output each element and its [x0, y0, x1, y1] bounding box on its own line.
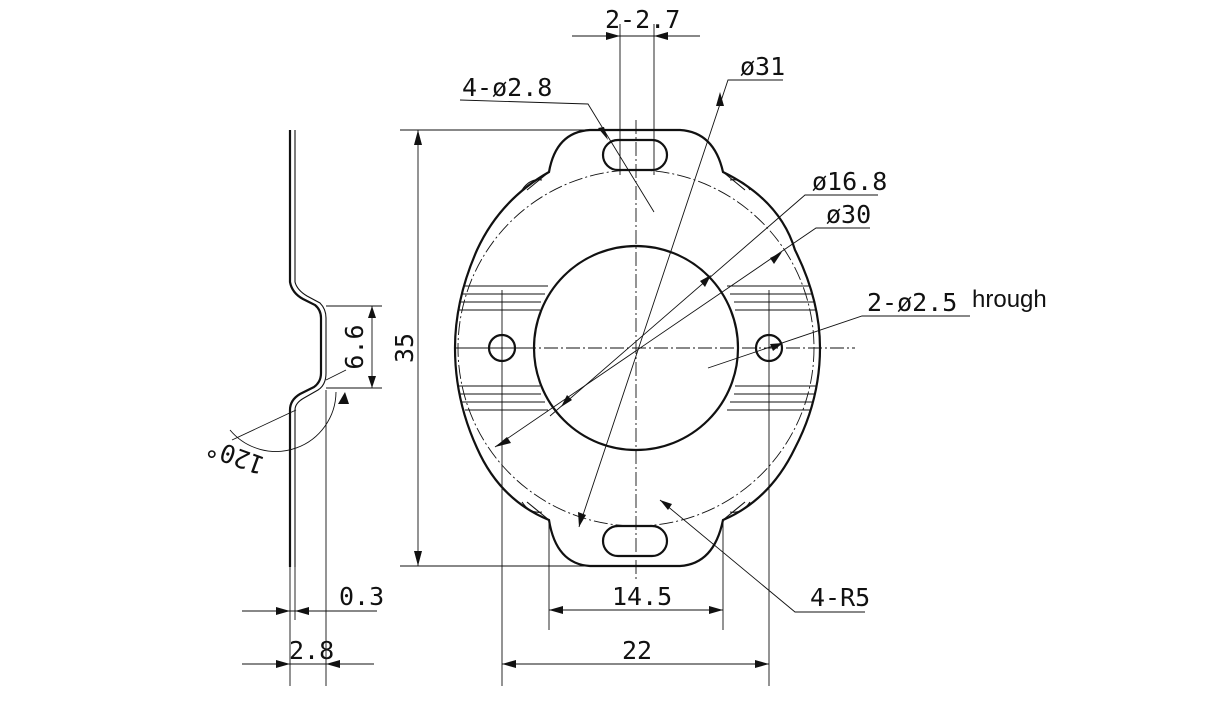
plate-outline — [453, 128, 822, 568]
inner-diameter-callout: ø16.8 — [812, 167, 887, 196]
side-view: 6.6 120° 0.3 2.8 — [202, 130, 384, 686]
corner-holes-callout: 4-ø2.8 — [462, 73, 552, 102]
angle-dimension: 120° — [202, 432, 269, 480]
rib-lines-left — [458, 285, 548, 411]
offset-dimension: 6.6 — [340, 324, 369, 369]
hole-spacing-dimension: 22 — [622, 636, 652, 665]
angle-arc — [229, 391, 337, 452]
rib-lines-right — [727, 285, 817, 411]
through-note: hrough — [972, 286, 1047, 313]
front-view: 35 — [390, 5, 1047, 686]
total-depth-dimension: 2.8 — [289, 636, 334, 665]
corner-radius-callout: 4-R5 — [810, 583, 870, 612]
side-holes-callout: 2-ø2.5 — [867, 288, 957, 317]
profile-inner-line — [294, 130, 327, 567]
thickness-dimension: 0.3 — [339, 582, 384, 611]
slot-bottom — [601, 524, 669, 558]
slot-spacing-dimension: 14.5 — [612, 582, 672, 611]
height-dimension: 35 — [390, 333, 419, 363]
slot-width-dimension: 2-2.7 — [605, 5, 680, 34]
slot-top — [601, 138, 669, 172]
profile-outer-line — [288, 130, 323, 567]
pitch-diameter-callout: ø30 — [826, 200, 871, 229]
outer-diameter-callout: ø31 — [740, 52, 785, 81]
